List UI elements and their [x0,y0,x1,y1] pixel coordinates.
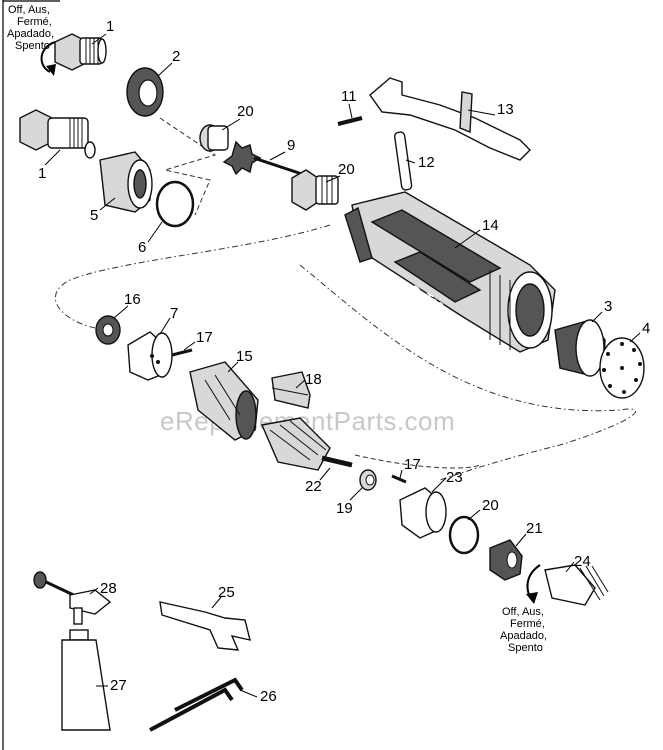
state-label-top-line3: Apadado, [7,28,54,40]
callout-12: 12 [418,154,435,171]
part-14-motor-housing: DeToo [344,191,556,353]
callout-3: 3 [604,298,612,315]
part-27-grease-tube [61,629,111,731]
callout-19: 19 [336,500,353,517]
part-1-inlet-mid [19,109,96,159]
rotate-arrow-icon-bottom [526,564,541,604]
part-18-vane [271,371,311,409]
callout-1-top: 1 [106,18,114,35]
callout-24: 24 [574,553,591,570]
callout-17-lower: 17 [404,456,421,473]
part-16-bearing-rear [95,315,121,345]
part-15-cylinder [189,361,259,441]
part-3-muffler [554,319,606,377]
callout-17-upper: 17 [196,329,213,346]
part-23-front-plate [399,487,447,539]
callout-20-mid: 20 [338,161,355,178]
callout-7: 7 [170,305,178,322]
state-label-top-line2: Fermé, [17,16,52,28]
part-17-pin-lower [391,474,407,484]
state-label-top: Off, Aus, Fermé, Apadado, Spento [7,4,54,52]
callout-20-lower: 20 [482,497,499,514]
part-1-inlet-top [54,33,107,71]
part-5-valve-housing [99,151,153,213]
state-label-bottom-line1: Off, Aus, [502,606,544,618]
callout-26: 26 [260,688,277,705]
callout-2: 2 [172,48,180,65]
callout-13: 13 [497,101,514,118]
rotate-arrow-icon-top [40,41,56,76]
callout-11: 11 [341,88,357,105]
state-label-bottom-line2: Fermé, [510,618,545,630]
assembly-path-lower [354,454,481,469]
assembly-path-right [299,264,637,481]
part-17-pin-upper [171,348,193,357]
part-28-grease-fitting [33,571,112,625]
callout-20-upper: 20 [237,103,254,120]
state-label-top-line1: Off, Aus, [8,4,50,16]
callout-15: 15 [236,348,253,365]
part-11-pin [337,116,363,126]
part-4-exhaust-disc [599,337,645,399]
state-label-bottom-line4: Spento [508,642,543,654]
part-26-hex-keys [149,677,244,732]
state-label-bottom-line3: Apadado, [500,630,547,642]
callout-4: 4 [642,320,650,337]
part-19-bearing-small [359,469,377,491]
state-label-bottom: Off, Aus, Fermé, Apadado, Spento [500,606,547,654]
callout-14: 14 [482,217,499,234]
callout-21: 21 [526,520,543,537]
callout-16: 16 [124,291,141,308]
callout-22: 22 [305,478,322,495]
callout-6: 6 [138,239,146,256]
part-2-ring [126,67,164,117]
part-13-throttle-lever [369,77,531,161]
part-6-o-ring [155,180,195,228]
leader-lines [44,33,641,698]
callout-1-mid: 1 [38,165,46,182]
callout-25: 25 [218,584,235,601]
part-21-bearing-front [489,539,523,581]
part-20-o-ring-lower [448,515,480,555]
part-25-wrench [159,601,251,651]
part-7-end-plate [127,331,173,381]
callout-18: 18 [305,371,322,388]
assembly-path-upper [159,117,217,216]
part-24-collet [544,564,609,606]
callout-23: 23 [446,469,463,486]
callout-5: 5 [90,207,98,224]
assembly-path-loop [54,224,331,329]
part-20-valve-seat [291,169,339,211]
callout-27: 27 [110,677,127,694]
callout-28: 28 [100,580,117,597]
part-20-spring-upper [199,124,229,152]
state-label-top-line4: Spento [15,40,50,52]
callout-9: 9 [287,137,295,154]
part-22-rotor [261,417,353,471]
